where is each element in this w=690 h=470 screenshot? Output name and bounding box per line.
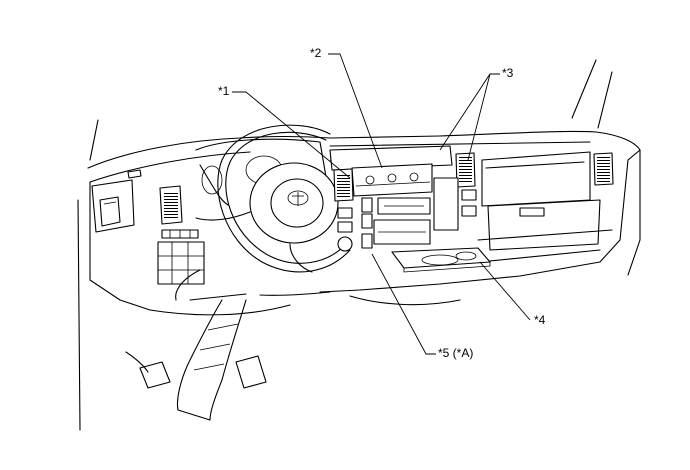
callout-1-label: *1 [218, 84, 230, 98]
callout-2-label: *2 [310, 46, 322, 60]
steering-wheel [195, 124, 351, 273]
right-air-vent [593, 152, 614, 186]
steering-column-and-pedals [125, 269, 267, 421]
callout-5-label: *5 (*A) [438, 346, 474, 360]
center-air-vents [333, 152, 476, 202]
cup-holder-tray [391, 247, 491, 273]
leader-lines [232, 53, 531, 355]
callout-3-label: *3 [502, 66, 514, 80]
cabin-outline [77, 59, 641, 431]
callout-4-label: *4 [534, 313, 546, 327]
center-stack [337, 177, 477, 252]
passenger-dash [481, 151, 601, 251]
dashboard-shell [87, 130, 641, 316]
left-side-panel [91, 169, 205, 285]
center-panel [329, 145, 453, 197]
left-air-vent [159, 185, 183, 225]
